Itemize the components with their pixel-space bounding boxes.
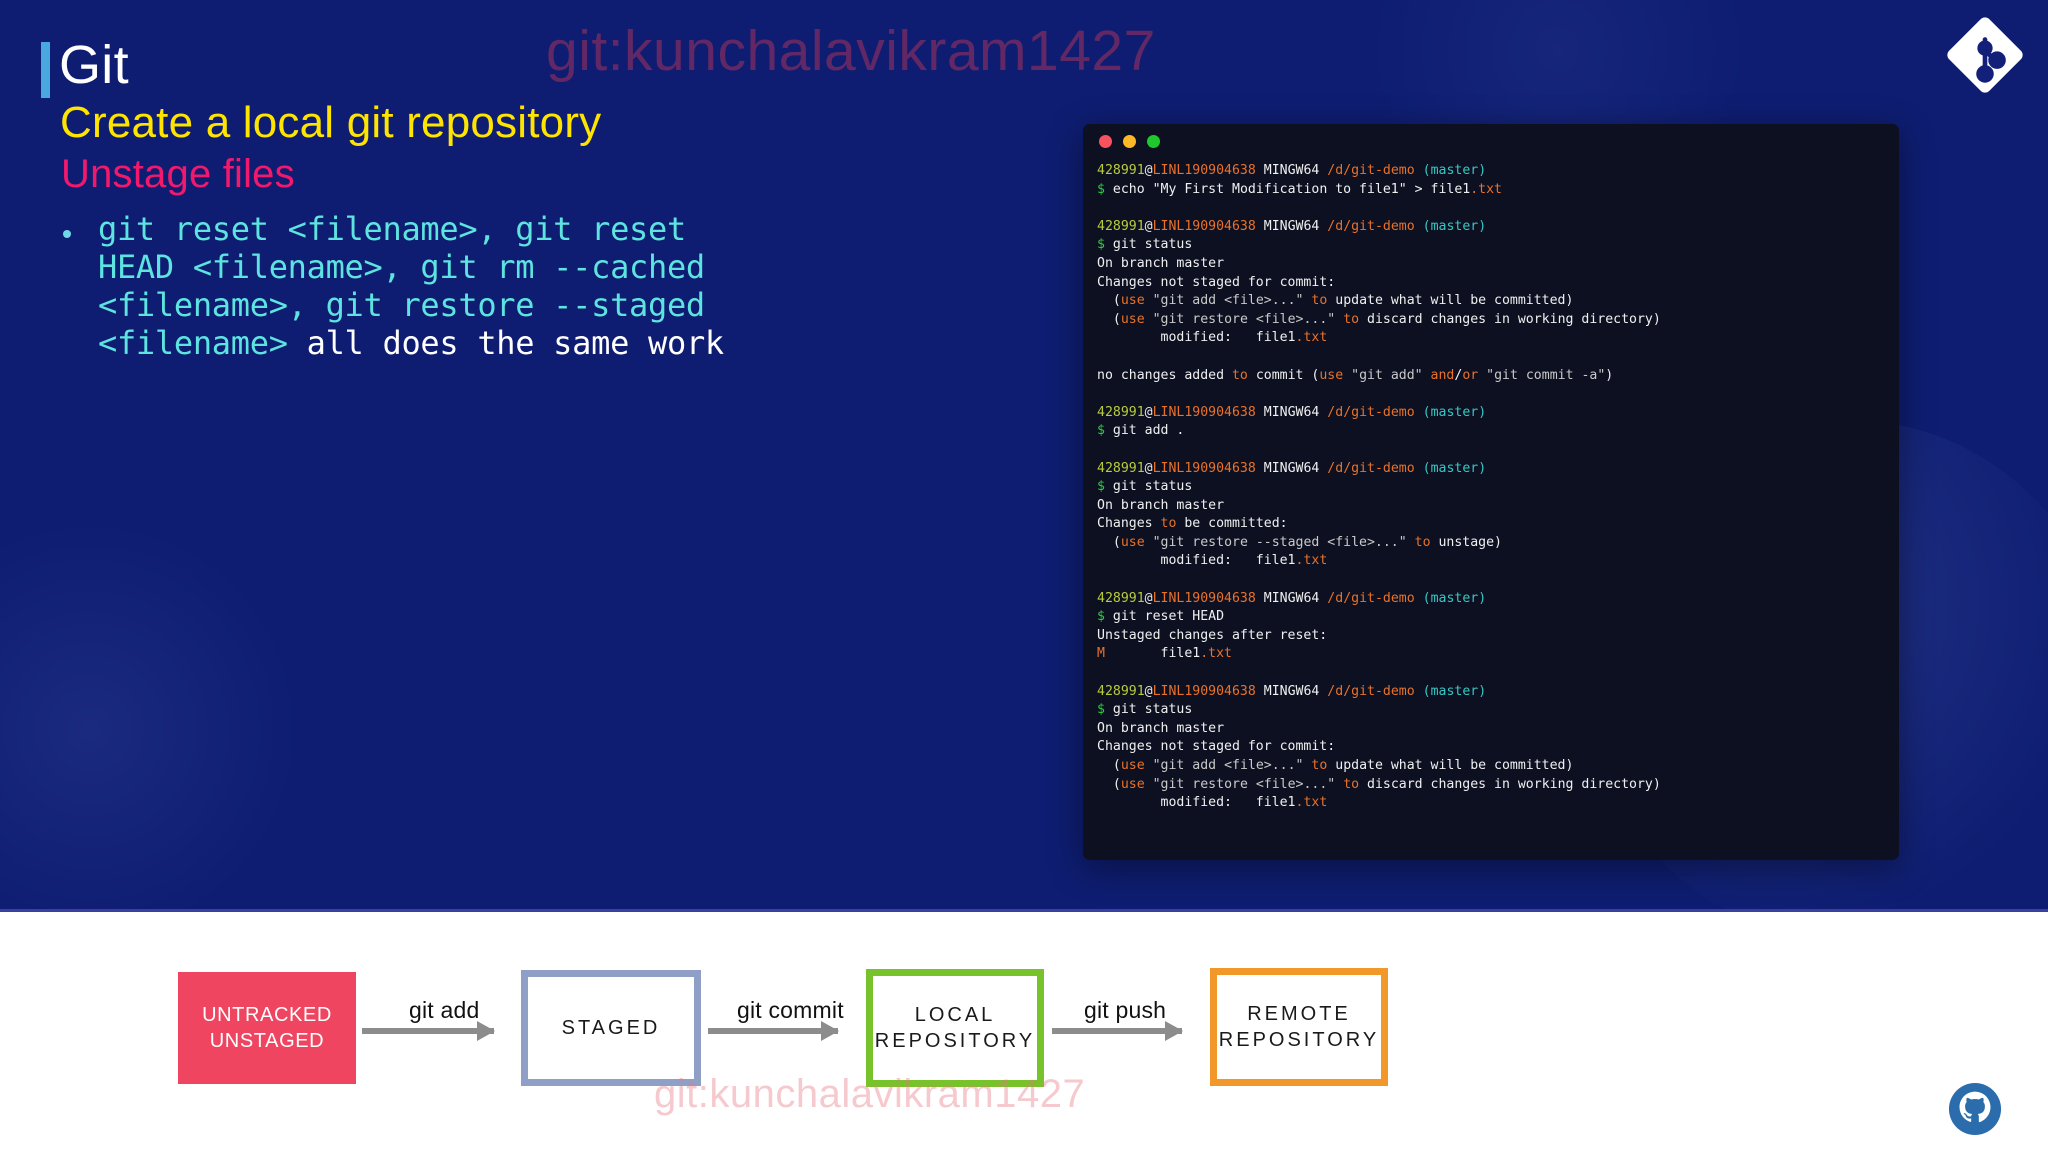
terminal-output-line: On branch master bbox=[1097, 255, 1225, 271]
terminal-prompt-line: 428991@LINL190904638 MINGW64 /d/git-demo… bbox=[1097, 590, 1487, 606]
terminal-command-line: $ echo "My First Modification to file1" … bbox=[1097, 181, 1502, 197]
terminal-output-line: On branch master bbox=[1097, 497, 1225, 513]
terminal-blank-line bbox=[1097, 441, 1885, 460]
terminal-output-line: (use "git restore <file>..." to discard … bbox=[1097, 776, 1661, 792]
watermark-top: git:kunchalavikram1427 bbox=[546, 19, 1156, 83]
minimize-dot-icon[interactable] bbox=[1123, 134, 1136, 148]
bullet-dot-icon bbox=[63, 230, 71, 238]
terminal-output-line: M file1.txt bbox=[1097, 646, 1232, 662]
terminal-output-line: On branch master bbox=[1097, 720, 1225, 736]
terminal-blank-line bbox=[1097, 199, 1885, 218]
box-label-line2: REPOSITORY bbox=[874, 1030, 1036, 1052]
arrow-git-push-icon bbox=[1052, 1021, 1183, 1041]
box-label-line1: LOCAL bbox=[914, 1004, 996, 1026]
terminal-command-line: $ git add . bbox=[1097, 423, 1185, 439]
diagram-box-remote-repository: REMOTE REPOSITORY bbox=[1210, 968, 1388, 1086]
terminal-output-line: Unstaged changes after reset: bbox=[1097, 627, 1328, 643]
terminal-titlebar[interactable] bbox=[1083, 124, 1899, 158]
background-blob-left bbox=[0, 520, 300, 912]
terminal-output-line: (use "git restore <file>..." to discard … bbox=[1097, 311, 1661, 327]
bullet-list: git reset <filename>, git reset HEAD <fi… bbox=[58, 210, 738, 362]
github-icon bbox=[1948, 1082, 2002, 1136]
terminal-blank-line bbox=[1097, 571, 1885, 590]
box-label-line1: UNTRACKED bbox=[202, 1004, 332, 1026]
box-label-line2: UNSTAGED bbox=[209, 1030, 325, 1052]
slide-top-panel: git:kunchalavikram1427 Git Create a loca… bbox=[0, 0, 2048, 912]
git-workflow-diagram: UNTRACKED UNSTAGED STAGED LOCAL REPOSITO… bbox=[0, 912, 2048, 1152]
box-label-line1: STAGED bbox=[561, 1017, 661, 1039]
close-dot-icon[interactable] bbox=[1099, 134, 1112, 148]
terminal-output-line: modified: file1.txt bbox=[1097, 795, 1328, 811]
terminal-command-line: $ git status bbox=[1097, 237, 1193, 253]
terminal-output-line: Changes to be committed: bbox=[1097, 516, 1288, 532]
diagram-box-staged: STAGED bbox=[521, 970, 701, 1086]
terminal-output-line: modified: file1.txt bbox=[1097, 553, 1328, 569]
terminal-prompt-line: 428991@LINL190904638 MINGW64 /d/git-demo… bbox=[1097, 683, 1487, 699]
terminal-prompt-line: 428991@LINL190904638 MINGW64 /d/git-demo… bbox=[1097, 218, 1487, 234]
terminal-prompt-line: 428991@LINL190904638 MINGW64 /d/git-demo… bbox=[1097, 404, 1487, 420]
terminal-output[interactable]: 428991@LINL190904638 MINGW64 /d/git-demo… bbox=[1083, 158, 1899, 813]
terminal-prompt-line: 428991@LINL190904638 MINGW64 /d/git-demo… bbox=[1097, 460, 1487, 476]
terminal-prompt-line: 428991@LINL190904638 MINGW64 /d/git-demo… bbox=[1097, 163, 1487, 178]
terminal-output-line: Changes not staged for commit: bbox=[1097, 739, 1336, 755]
title-accent-bar bbox=[41, 42, 50, 98]
watermark-bottom: git:kunchalavikram1427 bbox=[654, 1072, 1086, 1116]
arrow-label-git-add: git add bbox=[409, 997, 480, 1023]
bullet-command-text: git reset <filename>, git reset HEAD <fi… bbox=[98, 210, 705, 362]
maximize-dot-icon[interactable] bbox=[1147, 134, 1160, 148]
arrow-label-git-commit: git commit bbox=[737, 997, 844, 1023]
terminal-command-line: $ git status bbox=[1097, 702, 1193, 718]
box-label-line1: REMOTE bbox=[1247, 1003, 1351, 1025]
diagram-box-untracked: UNTRACKED UNSTAGED bbox=[178, 972, 356, 1084]
terminal-blank-line bbox=[1097, 664, 1885, 683]
terminal-output-line: Changes not staged for commit: bbox=[1097, 274, 1336, 290]
slide-subtitle: Create a local git repository bbox=[60, 98, 602, 147]
git-logo-icon bbox=[1947, 17, 2023, 93]
arrow-label-git-push: git push bbox=[1084, 997, 1167, 1023]
terminal-window[interactable]: 428991@LINL190904638 MINGW64 /d/git-demo… bbox=[1083, 124, 1899, 860]
box-label-line2: REPOSITORY bbox=[1218, 1029, 1380, 1051]
terminal-output-line: (use "git restore --staged <file>..." to… bbox=[1097, 534, 1502, 550]
terminal-command-line: $ git reset HEAD bbox=[1097, 609, 1225, 625]
section-title: Unstage files bbox=[61, 152, 295, 196]
terminal-output-line: (use "git add <file>..." to update what … bbox=[1097, 758, 1574, 773]
page-title: Git bbox=[59, 35, 129, 95]
terminal-output-line: modified: file1.txt bbox=[1097, 330, 1328, 346]
terminal-blank-line bbox=[1097, 348, 1885, 367]
terminal-output-line: (use "git add <file>..." to update what … bbox=[1097, 293, 1574, 309]
arrow-git-add-icon bbox=[362, 1021, 495, 1041]
terminal-output-line: no changes added to commit (use "git add… bbox=[1097, 367, 1614, 383]
terminal-blank-line bbox=[1097, 385, 1885, 404]
list-item: git reset <filename>, git reset HEAD <fi… bbox=[98, 210, 738, 362]
bullet-tail-text: all does the same work bbox=[306, 324, 725, 362]
diagram-box-local-repository: LOCAL REPOSITORY bbox=[866, 969, 1044, 1087]
terminal-command-line: $ git status bbox=[1097, 479, 1193, 495]
arrow-git-commit-icon bbox=[708, 1021, 839, 1041]
